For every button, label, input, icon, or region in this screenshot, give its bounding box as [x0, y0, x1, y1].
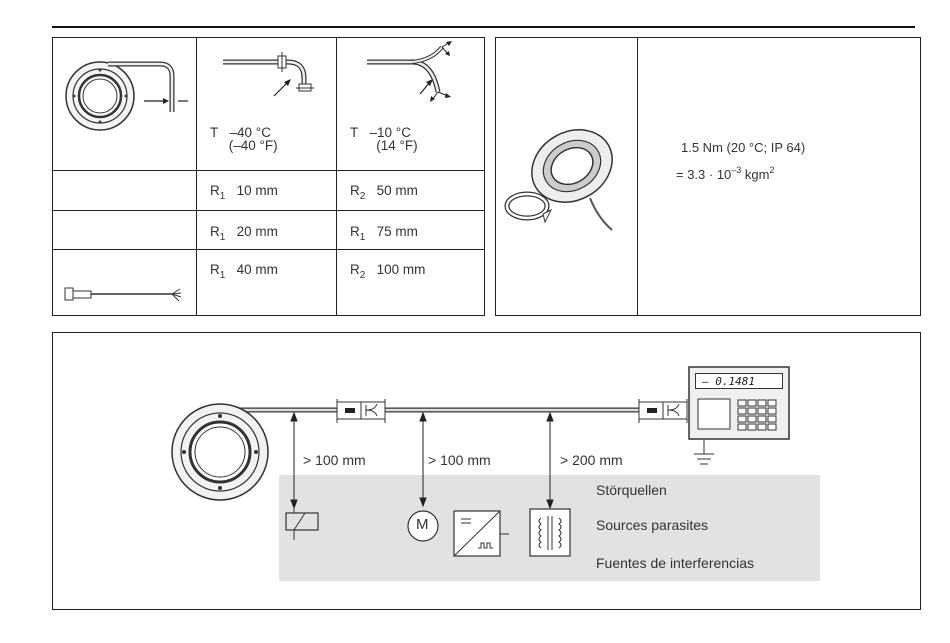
source-label-de: Störquellen — [596, 482, 667, 498]
distance-label-motor: > 100 mm — [428, 452, 491, 468]
motor-label: M — [416, 516, 429, 533]
distance-label-transformer: > 200 mm — [560, 452, 623, 468]
source-label-es: Fuentes de interferencias — [596, 555, 754, 571]
distance-label-relay: > 100 mm — [303, 452, 366, 468]
transformer-icon — [529, 508, 573, 558]
relay-icon — [283, 506, 323, 542]
source-label-fr: Sources parasites — [596, 517, 708, 533]
inverter-icon — [453, 510, 503, 558]
